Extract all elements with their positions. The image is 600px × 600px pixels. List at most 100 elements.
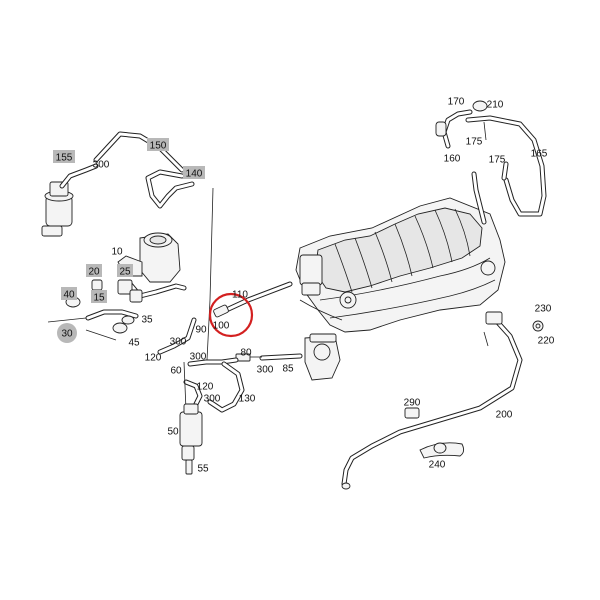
label-130: 130 — [239, 394, 256, 405]
label-240: 240 — [429, 460, 446, 471]
label-300d: 300 — [204, 394, 221, 405]
label-110: 110 — [232, 290, 248, 301]
label-text: 300 — [170, 337, 187, 348]
label-150: 150 — [147, 138, 169, 152]
label-text: 175 — [466, 137, 483, 148]
label-text: 230 — [535, 304, 552, 315]
label-box — [61, 287, 77, 300]
hose-160 — [471, 171, 487, 225]
label-text: 175 — [489, 155, 506, 166]
label-10: 10 — [111, 247, 123, 258]
label-50: 50 — [167, 427, 179, 438]
label-300e: 300 — [257, 365, 274, 376]
highlight-circle — [208, 292, 254, 338]
label-15: 15 — [91, 290, 107, 304]
label-box — [86, 264, 102, 277]
label-155: 155 — [53, 150, 75, 164]
hose-165 — [465, 115, 547, 217]
label-text: 220 — [538, 336, 555, 347]
label-box — [117, 264, 133, 277]
connector-20 — [91, 279, 103, 291]
part-290 — [404, 407, 420, 419]
label-text: 80 — [240, 348, 252, 359]
label-170: 170 — [448, 97, 465, 108]
label-text: 150 — [150, 141, 167, 152]
label-200: 200 — [496, 410, 513, 421]
label-45: 45 — [128, 338, 140, 349]
label-box — [53, 150, 75, 163]
label-text: 30 — [61, 329, 73, 340]
label-text: 15 — [93, 293, 105, 304]
hose-30 — [47, 309, 139, 341]
valve-85 — [259, 333, 341, 381]
label-290: 290 — [404, 398, 421, 409]
hose-170 — [435, 100, 488, 149]
solenoid-50 — [179, 403, 203, 475]
label-120a: 120 — [145, 353, 162, 364]
line-200 — [341, 311, 523, 490]
label-circle — [57, 323, 77, 343]
label-165: 165 — [531, 149, 548, 160]
label-box — [147, 138, 169, 151]
label-300a: 300 — [93, 160, 110, 171]
fitting-230 — [532, 320, 544, 332]
label-text: 290 — [404, 398, 421, 409]
hose-120-lower — [183, 379, 203, 407]
line-110 — [219, 281, 293, 315]
label-120b: 120 — [197, 382, 214, 393]
label-230: 230 — [535, 304, 552, 315]
label-text: 155 — [56, 153, 73, 164]
valve-155 — [41, 163, 99, 237]
label-300b: 300 — [170, 337, 187, 348]
label-90: 90 — [195, 325, 207, 336]
label-text: 90 — [195, 325, 207, 336]
label-text: 45 — [128, 338, 140, 349]
label-text: 40 — [63, 290, 75, 301]
hose-140 — [145, 169, 195, 209]
label-text: 170 — [448, 97, 465, 108]
label-85: 85 — [282, 364, 294, 375]
label-text: 10 — [111, 247, 123, 258]
label-text: 100 — [213, 321, 230, 332]
vertical-tube — [183, 361, 187, 411]
hose-300-center — [187, 357, 239, 367]
label-text: 120 — [197, 382, 214, 393]
label-30: 30 — [57, 323, 77, 343]
label-text: 240 — [429, 460, 446, 471]
clip-240 — [419, 442, 465, 459]
label-text: 140 — [186, 169, 203, 180]
intake-manifold — [295, 197, 506, 333]
label-text: 130 — [239, 394, 256, 405]
label-160: 160 — [444, 154, 461, 165]
label-text: 300 — [190, 352, 207, 363]
hose-130 — [207, 361, 245, 413]
label-300c: 300 — [190, 352, 207, 363]
label-text: 120 — [145, 353, 162, 364]
label-55: 55 — [197, 464, 209, 475]
label-box — [91, 290, 107, 303]
label-35: 35 — [141, 315, 153, 326]
leader-140 — [206, 187, 214, 361]
label-text: 35 — [141, 315, 153, 326]
label-text: 300 — [93, 160, 110, 171]
label-80: 80 — [240, 348, 252, 359]
label-175b: 175 — [489, 155, 506, 166]
label-20: 20 — [86, 264, 102, 278]
label-text: 210 — [487, 100, 504, 111]
label-210: 210 — [487, 100, 504, 111]
hose-150 — [93, 131, 185, 173]
label-text: 85 — [282, 364, 294, 375]
label-text: 25 — [119, 267, 131, 278]
part-100 — [213, 304, 229, 318]
hose-120-upper — [157, 317, 197, 355]
hose-elbow — [117, 279, 187, 303]
label-text: 160 — [444, 154, 461, 165]
label-100: 100 — [213, 321, 230, 332]
label-text: 165 — [531, 149, 548, 160]
label-140: 140 — [183, 166, 205, 180]
label-40: 40 — [61, 287, 77, 301]
connector-80 — [235, 353, 262, 362]
